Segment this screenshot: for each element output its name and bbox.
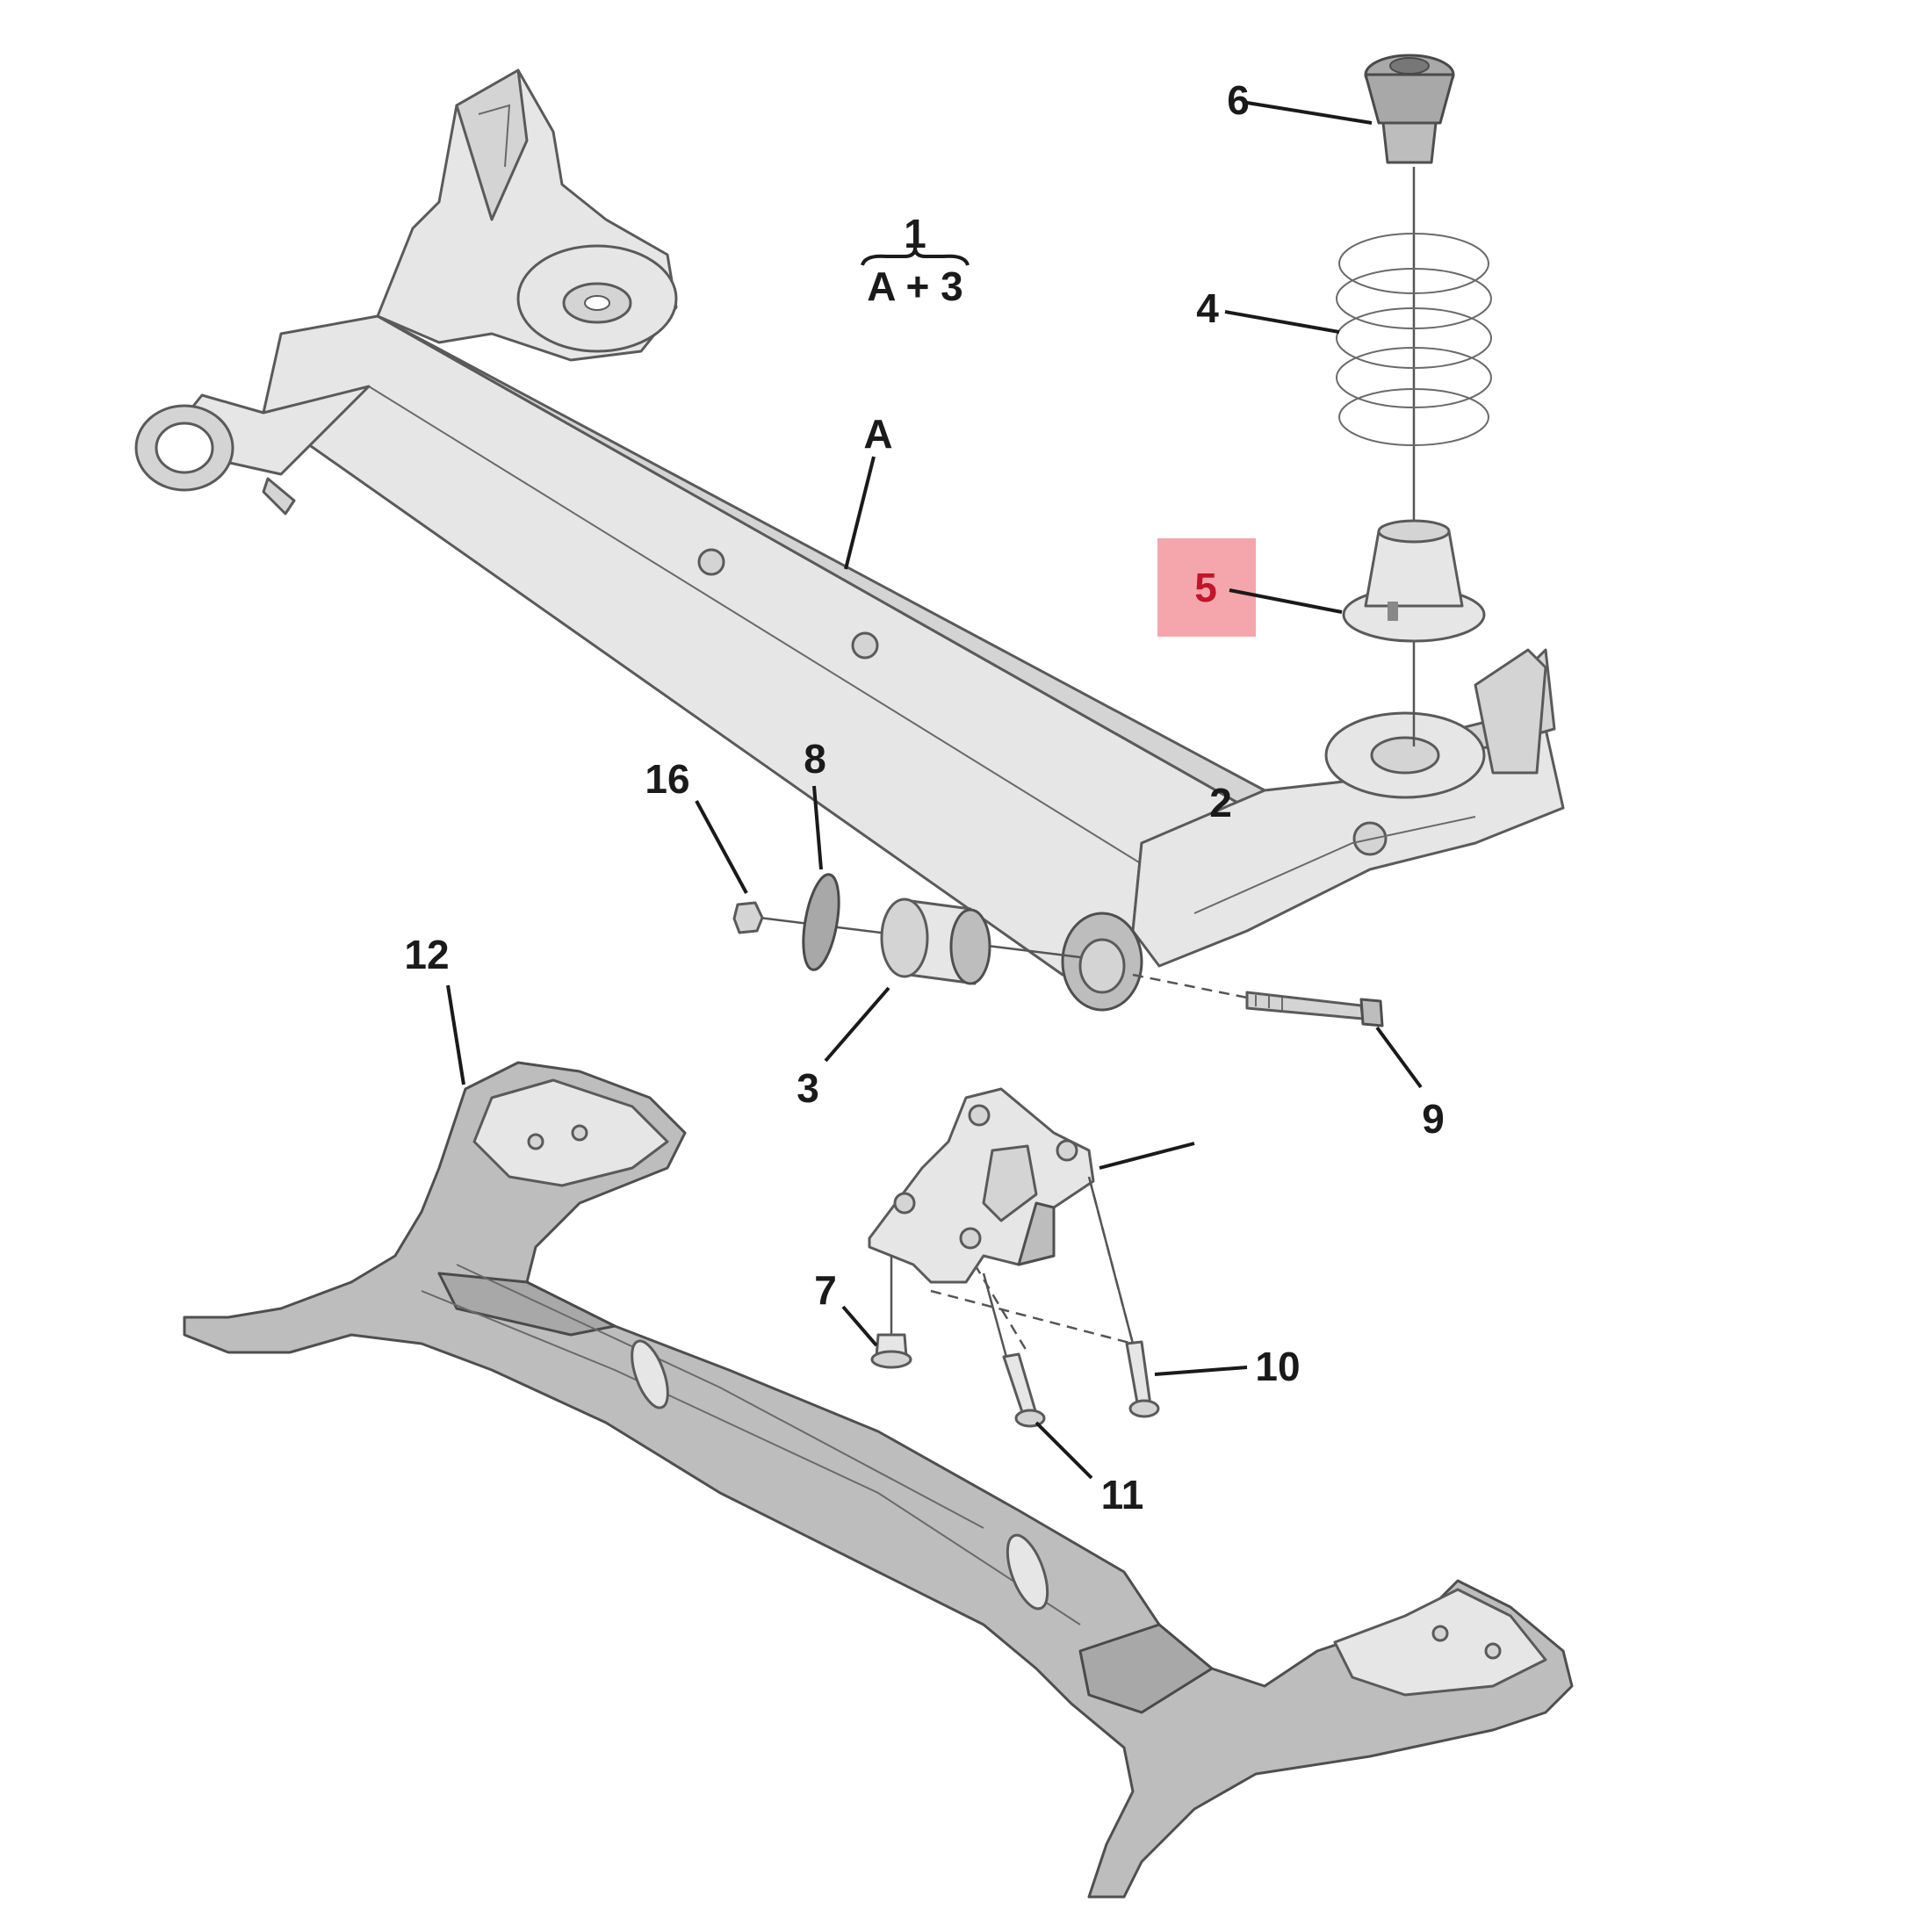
- callout-2: 2: [1209, 780, 1232, 825]
- callout-12: 12: [404, 932, 449, 977]
- callout-3: 3: [797, 1065, 819, 1111]
- leader-A: [844, 456, 876, 570]
- leader-10: [1154, 1366, 1248, 1376]
- nut-16: [732, 901, 764, 934]
- assembly-formula: 1 A + 3: [861, 211, 970, 309]
- leader-5: [1229, 588, 1343, 614]
- callout-5-highlight: [1157, 538, 1256, 637]
- spring-seat-5: [1342, 519, 1486, 643]
- callout-5: 5: [1194, 565, 1217, 610]
- coil-spring-4: [1336, 233, 1492, 446]
- bolt-11: [1002, 1352, 1046, 1428]
- leader-3: [824, 986, 890, 1063]
- leader-4: [1224, 310, 1340, 334]
- callout-8: 8: [804, 736, 826, 782]
- bolt-10: [1125, 1340, 1160, 1418]
- formula-brace: [861, 247, 970, 266]
- bump-stop-6: [1364, 54, 1455, 164]
- leader-12: [446, 984, 465, 1085]
- callout-A: A: [863, 411, 892, 457]
- callout-16: 16: [645, 756, 689, 802]
- callout-7: 7: [814, 1267, 837, 1313]
- callout-11: 11: [1101, 1472, 1144, 1517]
- leader-16: [695, 800, 748, 894]
- bolt-7: [870, 1333, 912, 1369]
- bolt-11-axis: [982, 1272, 1012, 1371]
- washer-8: [802, 873, 840, 971]
- formula-bottom: A + 3: [867, 263, 963, 309]
- callout-4: 4: [1196, 285, 1219, 331]
- bolt-10-axis: [1087, 1176, 1135, 1344]
- leader-8: [812, 785, 823, 870]
- leader-2: [1099, 1142, 1195, 1170]
- bracket-dash-line: [930, 1289, 1134, 1345]
- rear-axle-beam: [134, 68, 1565, 1012]
- leader-7: [841, 1305, 878, 1347]
- rear-crossmember-12: [183, 1061, 1574, 1899]
- leader-9: [1375, 1026, 1423, 1089]
- leader-6: [1246, 101, 1373, 125]
- callout-6: 6: [1227, 77, 1250, 123]
- mounting-bracket-2: [868, 1087, 1095, 1284]
- leader-11: [1034, 1421, 1093, 1480]
- bushing-3: [880, 898, 991, 985]
- callout-9: 9: [1422, 1096, 1445, 1142]
- bolt-axis-line: [1132, 973, 1265, 1003]
- bolt-9: [1245, 991, 1384, 1027]
- callout-10: 10: [1255, 1344, 1300, 1389]
